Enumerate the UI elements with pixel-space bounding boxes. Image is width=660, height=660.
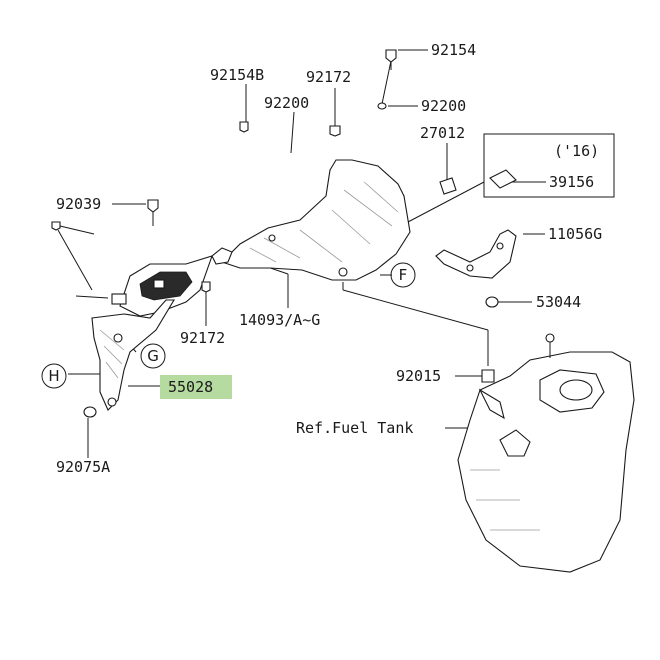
label-14093[interactable]: 14093/A~G xyxy=(239,311,320,329)
svg-text:G: G xyxy=(147,347,159,365)
bracket-11056g xyxy=(435,229,517,279)
fuel-tank-ref xyxy=(457,333,635,573)
svg-text:H: H xyxy=(48,367,59,385)
cover-55028 xyxy=(91,255,213,411)
svg-text:F: F xyxy=(399,266,408,284)
label-92200-right[interactable]: 92200 xyxy=(421,97,466,115)
cover-14093 xyxy=(211,159,411,281)
small-parts xyxy=(51,49,517,418)
callout-h: H xyxy=(41,363,67,389)
label-92039[interactable]: 92039 xyxy=(56,195,101,213)
label-27012[interactable]: 27012 xyxy=(420,124,465,142)
part-labels: 92154 92154B 92172 92200 92200 27012 ('1… xyxy=(56,41,602,476)
label-92154[interactable]: 92154 xyxy=(431,41,476,59)
label-ref-fuel-tank: Ref.Fuel Tank xyxy=(296,419,413,437)
label-92172-top[interactable]: 92172 xyxy=(306,68,351,86)
label-92075a[interactable]: 92075A xyxy=(56,458,110,476)
label-53044[interactable]: 53044 xyxy=(536,293,581,311)
label-39156[interactable]: 39156 xyxy=(549,173,594,191)
label-55028[interactable]: 55028 xyxy=(168,378,213,396)
highlight-55028 xyxy=(160,375,232,399)
label-16: ('16) xyxy=(554,142,599,160)
callout-g: G xyxy=(140,343,166,369)
label-92154b[interactable]: 92154B xyxy=(210,66,264,84)
label-92200-left[interactable]: 92200 xyxy=(264,94,309,112)
label-11056g[interactable]: 11056G xyxy=(548,225,602,243)
callout-f: F xyxy=(390,262,416,288)
label-92172-bottom[interactable]: 92172 xyxy=(180,329,225,347)
label-92015[interactable]: 92015 xyxy=(396,367,441,385)
